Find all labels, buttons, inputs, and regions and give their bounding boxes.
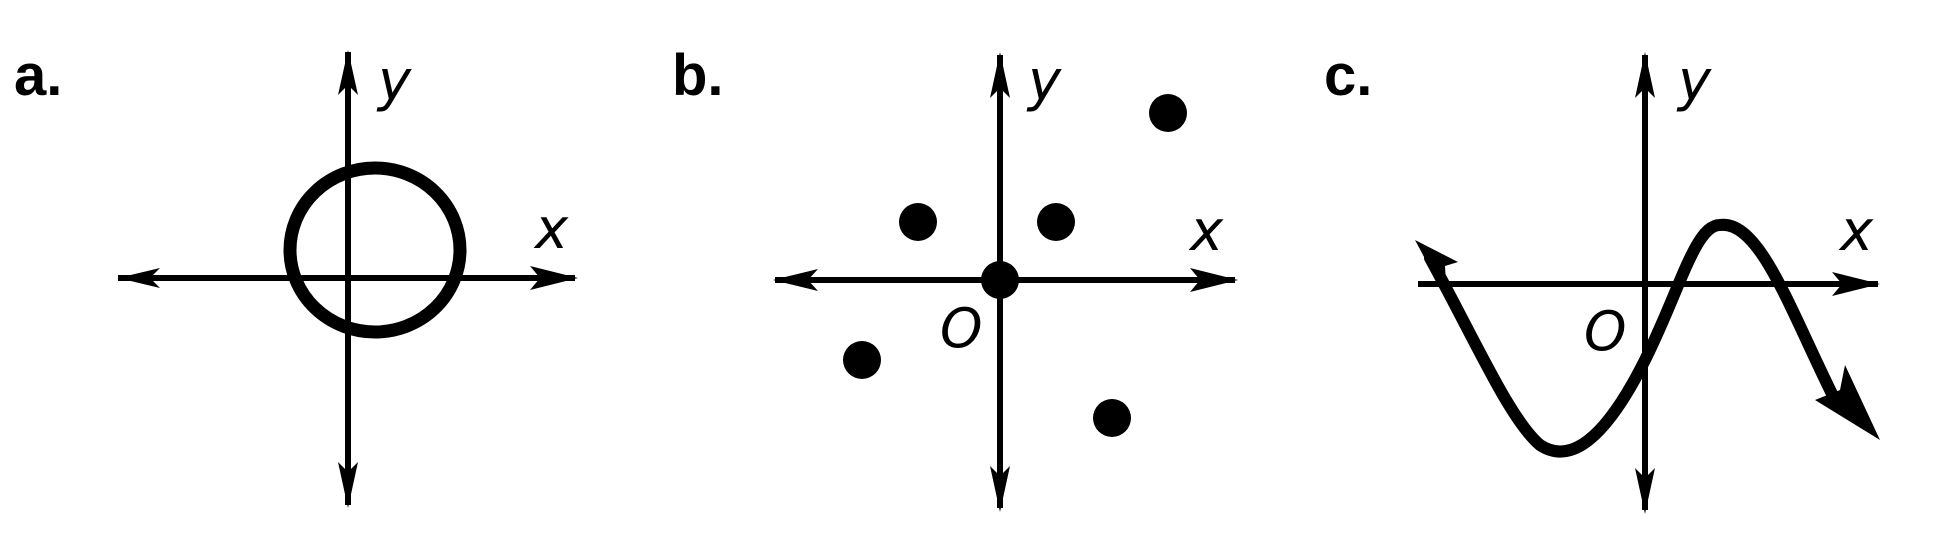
x-axis-right-arrow [1832, 272, 1880, 296]
x-axis-label: x [1188, 199, 1224, 264]
y-axis-up-arrow [1635, 52, 1655, 98]
panel-b-label: b. [672, 43, 724, 108]
circle-graph [283, 161, 467, 339]
origin-label: O [1584, 300, 1627, 363]
curve-right-arrowhead [1815, 365, 1880, 440]
x-axis-label: x [1838, 199, 1874, 264]
panel-b-graph: y x O [773, 49, 1238, 512]
panel-c-label: c. [1324, 43, 1373, 108]
point-4 [843, 341, 881, 379]
x-axis-right-arrow [530, 266, 578, 290]
point-origin [981, 261, 1019, 299]
origin-label: O [940, 297, 983, 360]
point-2 [1037, 203, 1075, 241]
point-3 [1149, 94, 1187, 132]
x-axis-left-arrow [773, 269, 818, 291]
y-axis-label: y [376, 49, 412, 114]
wave-curve [1424, 218, 1841, 458]
y-axis-label: y [1676, 49, 1712, 114]
panel-c-graph: y x O [1415, 49, 1880, 514]
curve-left-arrowhead [1415, 240, 1458, 300]
panel-b: b. y x O [640, 0, 1300, 534]
x-axis-right-arrow [1190, 268, 1238, 292]
y-axis-up-arrow [990, 52, 1010, 98]
panel-a: a. y x [0, 0, 640, 534]
x-axis-label: x [533, 197, 569, 262]
y-axis-label: y [1026, 49, 1062, 114]
point-1 [899, 203, 937, 241]
y-axis-down-arrow [1635, 468, 1655, 514]
y-axis-down-arrow [990, 466, 1010, 512]
panel-a-graph: y x [118, 49, 578, 508]
y-axis-down-arrow [338, 462, 358, 508]
point-5 [1093, 399, 1131, 437]
panel-c: c. y x O [1300, 0, 1940, 534]
y-axis-up-arrow [338, 50, 358, 95]
panel-a-label: a. [14, 43, 63, 108]
x-axis-left-arrow [118, 268, 160, 288]
